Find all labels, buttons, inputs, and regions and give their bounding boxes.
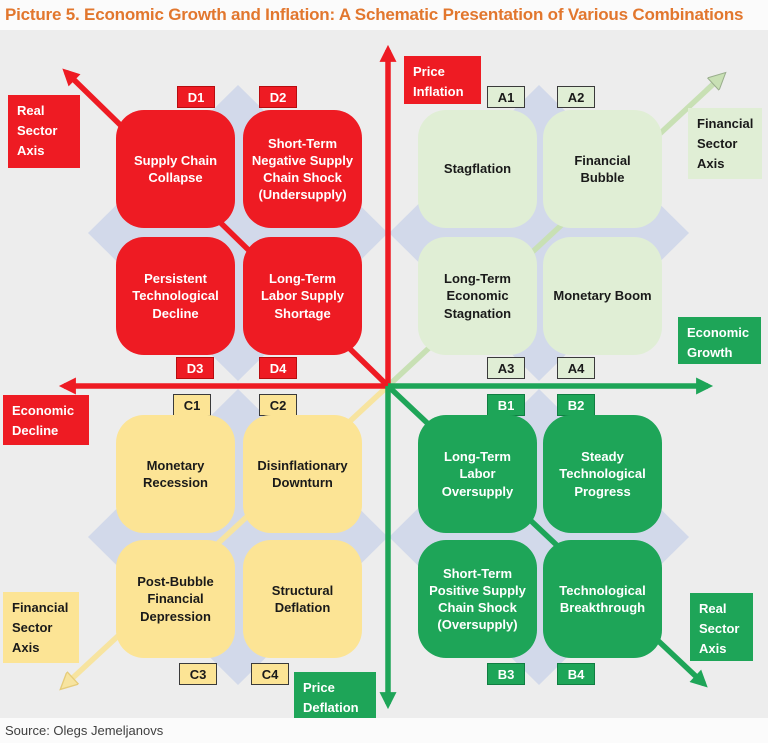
chip-b4: B4	[557, 663, 595, 685]
chip-b2: B2	[557, 394, 595, 416]
box-short-term-negative-supply-chain-shock: Short-Term Negative Supply Chain Shock (…	[243, 110, 362, 228]
chip-c1: C1	[173, 394, 211, 416]
box-supply-chain-collapse: Supply Chain Collapse	[116, 110, 235, 228]
axis-label-economic-decline: Economic Decline	[3, 395, 89, 445]
box-disinflationary-downturn: Disinflationary Downturn	[243, 415, 362, 533]
box-stagflation: Stagflation	[418, 110, 537, 228]
source-bar: Source: Olegs Jemeljanovs	[0, 718, 768, 743]
chip-a3: A3	[487, 357, 525, 379]
chip-c4: C4	[251, 663, 289, 685]
chip-b3: B3	[487, 663, 525, 685]
axis-label-economic-growth: Economic Growth	[678, 317, 761, 364]
axis-label-price-inflation: Price Inflation	[404, 56, 481, 104]
axis-label-real-sector-top-left: Real Sector Axis	[8, 95, 80, 168]
box-structural-deflation: Structural Deflation	[243, 540, 362, 658]
chip-d4: D4	[259, 357, 297, 379]
title-bar: Picture 5. Economic Growth and Inflation…	[0, 0, 768, 30]
chip-a1: A1	[487, 86, 525, 108]
chip-a2: A2	[557, 86, 595, 108]
chip-c2: C2	[259, 394, 297, 416]
chip-d3: D3	[176, 357, 214, 379]
axis-label-price-deflation: Price Deflation	[294, 672, 376, 720]
box-long-term-economic-stagnation: Long-Term Economic Stagnation	[418, 237, 537, 355]
box-steady-technological-progress: Steady Technological Progress	[543, 415, 662, 533]
chip-c3: C3	[179, 663, 217, 685]
box-monetary-boom: Monetary Boom	[543, 237, 662, 355]
box-long-term-labor-supply-shortage: Long-Term Labor Supply Shortage	[243, 237, 362, 355]
box-persistent-technological-decline: Persistent Technological Decline	[116, 237, 235, 355]
box-short-term-positive-supply-chain-shock: Short-Term Positive Supply Chain Shock (…	[418, 540, 537, 658]
axis-label-financial-sector-top-right: Financial Sector Axis	[688, 108, 762, 179]
box-technological-breakthrough: Technological Breakthrough	[543, 540, 662, 658]
source-credit: Source: Olegs Jemeljanovs	[5, 723, 164, 738]
chip-b1: B1	[487, 394, 525, 416]
chip-a4: A4	[557, 357, 595, 379]
box-financial-bubble: Financial Bubble	[543, 110, 662, 228]
chip-d2: D2	[259, 86, 297, 108]
axis-label-financial-sector-bottom-left: Financial Sector Axis	[3, 592, 79, 663]
box-monetary-recession: Monetary Recession	[116, 415, 235, 533]
chip-d1: D1	[177, 86, 215, 108]
box-post-bubble-financial-depression: Post-Bubble Financial Depression	[116, 540, 235, 658]
box-long-term-labor-oversupply: Long-Term Labor Oversupply	[418, 415, 537, 533]
axis-label-real-sector-bottom-right: Real Sector Axis	[690, 593, 753, 661]
page-title: Picture 5. Economic Growth and Inflation…	[5, 5, 744, 24]
